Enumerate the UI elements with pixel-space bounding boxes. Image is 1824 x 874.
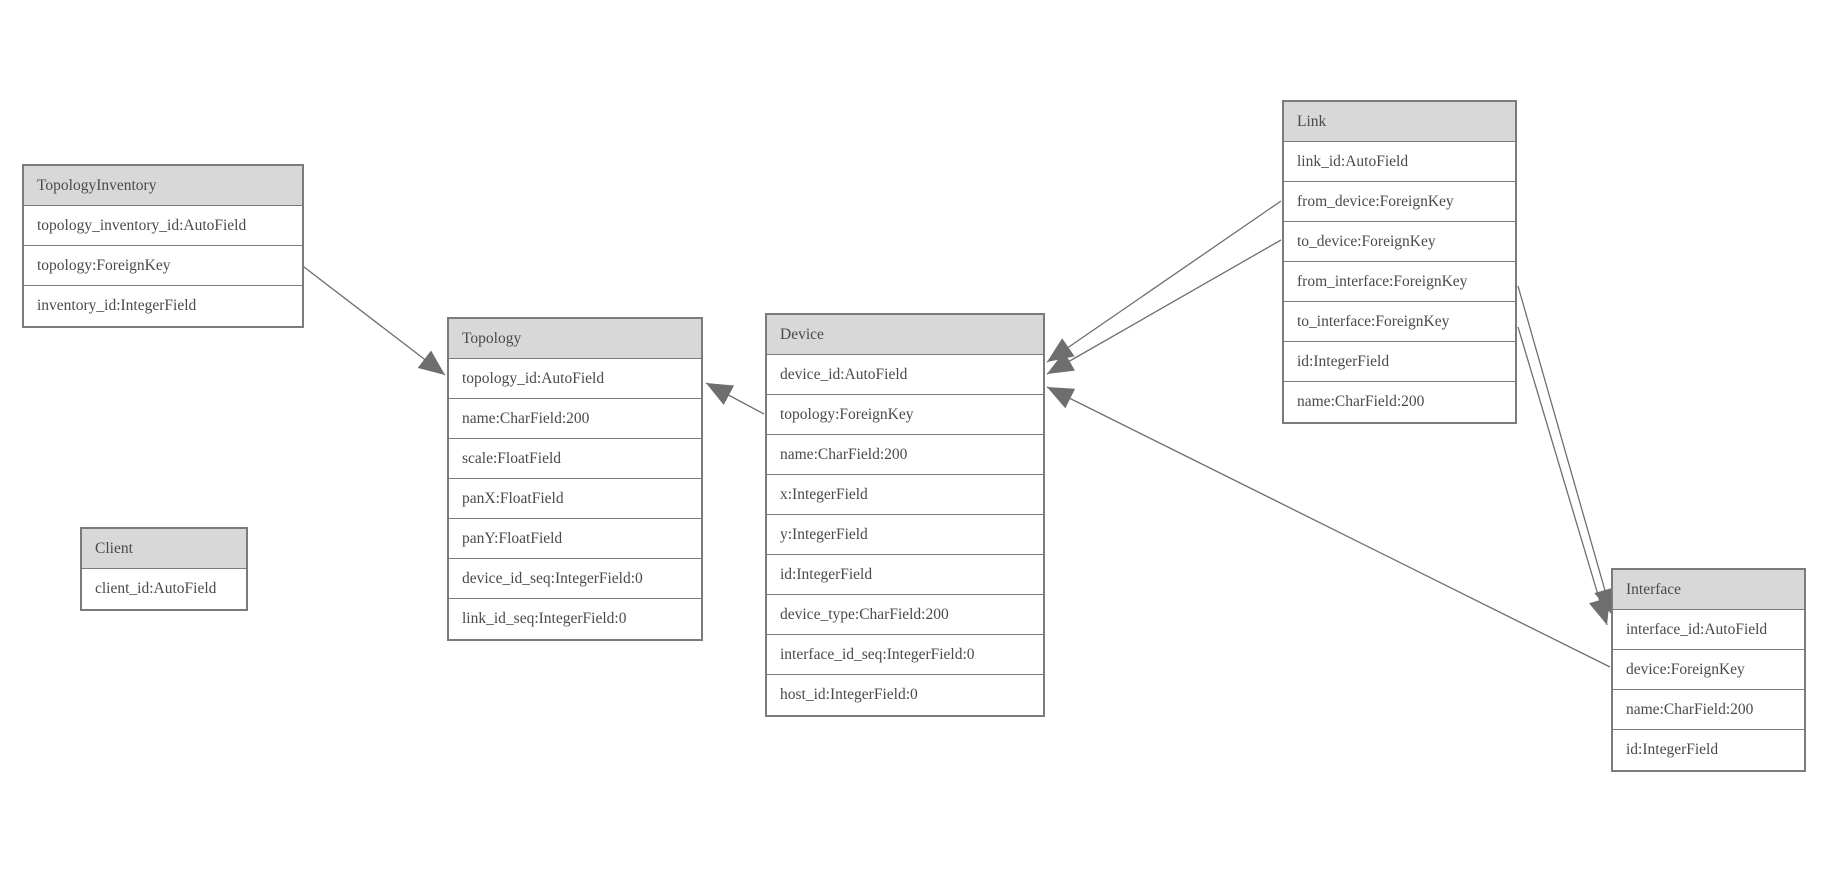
entity-topology-field-3: panX:FloatField: [449, 479, 701, 519]
entity-client-field-0: client_id:AutoField: [82, 569, 246, 609]
relationship-link-from_device-to-device: [1046, 200, 1282, 363]
entity-link-field-4: to_interface:ForeignKey: [1284, 302, 1515, 342]
entity-device-field-7: interface_id_seq:IntegerField:0: [767, 635, 1043, 675]
entity-client-title: Client: [82, 529, 246, 569]
entity-device-field-4: y:IntegerField: [767, 515, 1043, 555]
entity-device-title: Device: [767, 315, 1043, 355]
relationship-device-topology-to-topology: [705, 382, 765, 415]
relationship-link-to_device-to-device: [1046, 239, 1282, 375]
entity-topology-inventory-field-0: topology_inventory_id:AutoField: [24, 206, 302, 246]
entity-topology-field-2: scale:FloatField: [449, 439, 701, 479]
entity-topology-field-6: link_id_seq:IntegerField:0: [449, 599, 701, 639]
entity-interface-title: Interface: [1613, 570, 1804, 610]
entity-link-field-5: id:IntegerField: [1284, 342, 1515, 382]
entity-device-field-3: x:IntegerField: [767, 475, 1043, 515]
entity-device-field-5: id:IntegerField: [767, 555, 1043, 595]
entity-interface-field-0: interface_id:AutoField: [1613, 610, 1804, 650]
entity-topology-field-1: name:CharField:200: [449, 399, 701, 439]
entity-topology-inventory-field-1: topology:ForeignKey: [24, 246, 302, 286]
entity-link-field-1: from_device:ForeignKey: [1284, 182, 1515, 222]
entity-link-field-2: to_device:ForeignKey: [1284, 222, 1515, 262]
entity-link-title: Link: [1284, 102, 1515, 142]
entity-interface-field-3: id:IntegerField: [1613, 730, 1804, 770]
entity-link-field-6: name:CharField:200: [1284, 382, 1515, 422]
entity-topology-field-5: device_id_seq:IntegerField:0: [449, 559, 701, 599]
entity-topology-field-4: panY:FloatField: [449, 519, 701, 559]
entity-interface-field-1: device:ForeignKey: [1613, 650, 1804, 690]
entity-device-field-1: topology:ForeignKey: [767, 395, 1043, 435]
entity-topology-inventory-field-2: inventory_id:IntegerField: [24, 286, 302, 326]
entity-device-field-6: device_type:CharField:200: [767, 595, 1043, 635]
relationship-interface-device-to-device: [1046, 386, 1611, 668]
entity-device-field-8: host_id:IntegerField:0: [767, 675, 1043, 715]
entity-device-field-2: name:CharField:200: [767, 435, 1043, 475]
relationship-link-to_interface-to-interface: [1517, 326, 1611, 626]
entity-device-field-0: device_id:AutoField: [767, 355, 1043, 395]
relationship-link-from_interface-to-interface: [1517, 285, 1616, 616]
entity-link-field-0: link_id:AutoField: [1284, 142, 1515, 182]
entity-topology-field-0: topology_id:AutoField: [449, 359, 701, 399]
entity-link-field-3: from_interface:ForeignKey: [1284, 262, 1515, 302]
entity-interface-field-2: name:CharField:200: [1613, 690, 1804, 730]
entity-topology-inventory-title: TopologyInventory: [24, 166, 302, 206]
relationship-topologyinventory-topology-to-topology: [303, 266, 446, 376]
entity-topology-title: Topology: [449, 319, 701, 359]
